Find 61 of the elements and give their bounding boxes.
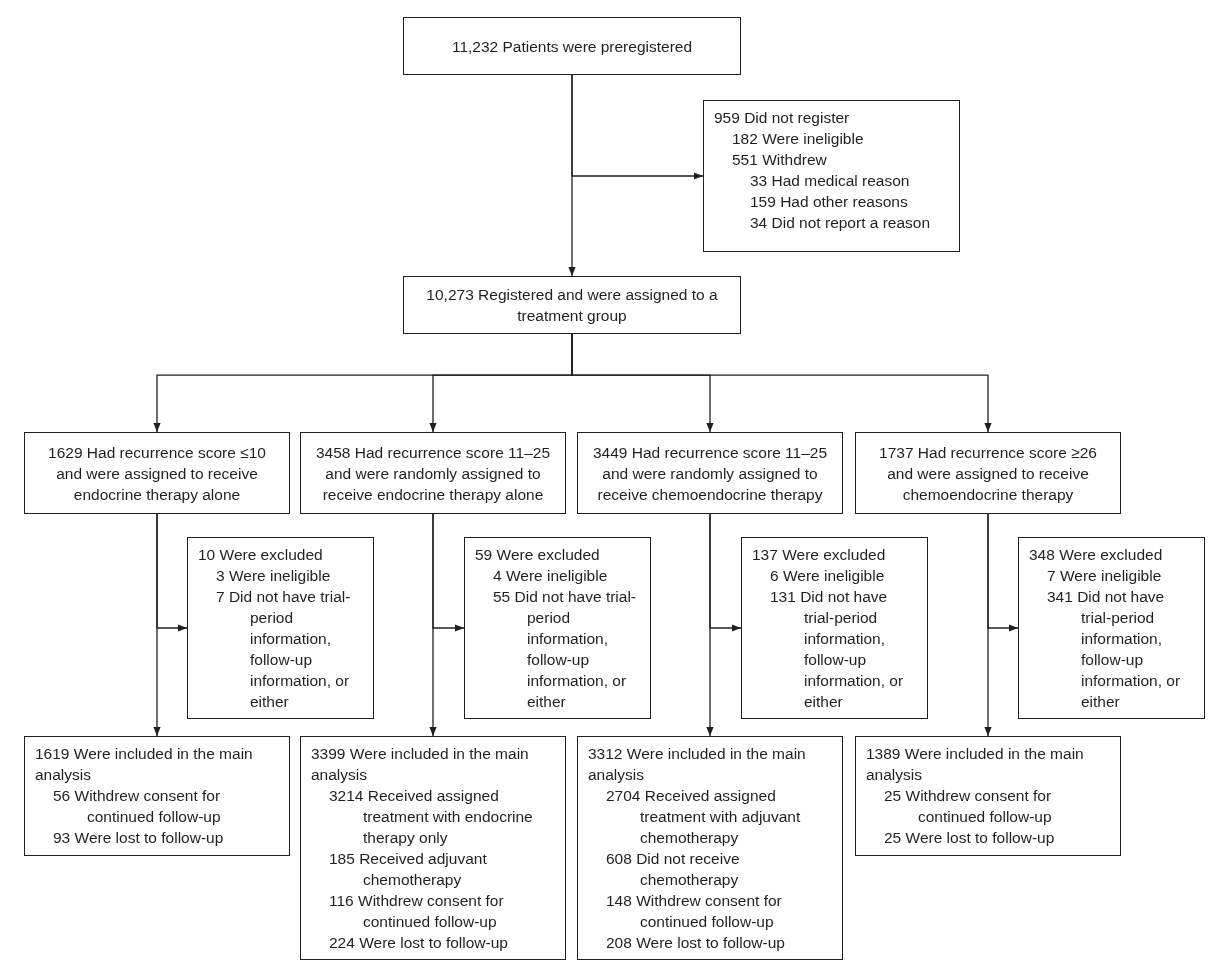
heading-text: 3399 Were included in the main analysis bbox=[311, 744, 530, 785]
process-box bbox=[577, 432, 843, 514]
box-text: 3449 Had recurrence score 11–25 and were randomly assigned to receive chemoendocrine therapy bbox=[591, 442, 829, 505]
list-box bbox=[24, 736, 290, 856]
arrow bbox=[429, 513, 437, 737]
process-box bbox=[403, 276, 741, 334]
sub-item-text: 25 Withdrew consent for continued follow-up bbox=[883, 786, 1053, 827]
heading-text: 137 Were excluded bbox=[752, 545, 887, 565]
process-box bbox=[403, 17, 741, 75]
sub-item-text: 7 Did not have trial-period information, follow-up information, or either bbox=[215, 587, 352, 712]
list-box bbox=[855, 736, 1121, 856]
heading-text: 3312 Were included in the main analysis bbox=[588, 744, 807, 785]
sub-item-text: 116 Withdrew consent for continued follow-up bbox=[328, 891, 505, 932]
sub-item-text: 93 Were lost to follow-up bbox=[52, 828, 225, 848]
sub-item-text: 55 Did not have trial-period information, follow-up information, or either bbox=[492, 587, 638, 712]
box-text: 10,273 Registered and were assigned to a treatment group bbox=[425, 285, 719, 326]
sub-item-text: 25 Were lost to follow-up bbox=[883, 828, 1056, 848]
sub-item-text: 56 Withdrew consent for continued follow-up bbox=[52, 786, 222, 827]
box-text: 11,232 Patients were preregistered bbox=[450, 36, 694, 57]
sub-item-text: 182 Were ineligible bbox=[731, 129, 865, 149]
list-box bbox=[741, 537, 928, 719]
list-box bbox=[187, 537, 374, 719]
process-box bbox=[300, 432, 566, 514]
list-box bbox=[577, 736, 843, 960]
sub-item-text: 3 Were ineligible bbox=[215, 566, 332, 586]
sub-item-text: 224 Were lost to follow-up bbox=[328, 933, 509, 953]
sub-item-text: 341 Did not have trial-period information, follow-up information, or either bbox=[1046, 587, 1182, 712]
box-text: 1629 Had recurrence score ≤10 and were assigned to receive endocrine therapy alone bbox=[47, 442, 267, 505]
process-box bbox=[855, 432, 1121, 514]
sub-item-text: 33 Had medical reason bbox=[749, 171, 911, 191]
sub-item-text: 159 Had other reasons bbox=[749, 192, 909, 212]
list-box bbox=[464, 537, 651, 719]
sub-item-text: 4 Were ineligible bbox=[492, 566, 609, 586]
arrow bbox=[984, 513, 992, 737]
list-box bbox=[1018, 537, 1205, 719]
sub-item-text: 148 Withdrew consent for continued follow-up bbox=[605, 891, 783, 932]
list-box bbox=[703, 100, 960, 252]
heading-text: 348 Were excluded bbox=[1029, 545, 1164, 565]
arrow bbox=[571, 74, 704, 180]
sub-item-text: 2704 Received assigned treatment with adjuvant chemotherapy bbox=[605, 786, 802, 848]
sub-item-text: 185 Received adjuvant chemotherapy bbox=[328, 849, 488, 890]
box-text: 1737 Had recurrence score ≥26 and were assigned to receive chemoendocrine therapy bbox=[878, 442, 1098, 505]
sub-item-text: 131 Did not have trial-period information, follow-up information, or either bbox=[769, 587, 905, 712]
sub-item-text: 551 Withdrew bbox=[731, 150, 828, 170]
sub-item-text: 208 Were lost to follow-up bbox=[605, 933, 786, 953]
sub-item-text: 6 Were ineligible bbox=[769, 566, 886, 586]
arrow bbox=[706, 513, 714, 737]
box-text: 3458 Had recurrence score 11–25 and were randomly assigned to receive endocrine therapy alone bbox=[314, 442, 552, 505]
sub-item-text: 34 Did not report a reason bbox=[749, 213, 932, 233]
arrow bbox=[571, 333, 992, 433]
heading-text: 1389 Were included in the main analysis bbox=[866, 744, 1085, 785]
list-box bbox=[300, 736, 566, 960]
sub-item-text: 7 Were ineligible bbox=[1046, 566, 1163, 586]
heading-text: 959 Did not register bbox=[714, 108, 851, 128]
process-box bbox=[24, 432, 290, 514]
heading-text: 10 Were excluded bbox=[198, 545, 324, 565]
sub-item-text: 608 Did not receive chemotherapy bbox=[605, 849, 741, 890]
heading-text: 1619 Were included in the main analysis bbox=[35, 744, 254, 785]
arrow bbox=[153, 513, 161, 737]
sub-item-text: 3214 Received assigned treatment with endocrine therapy only bbox=[328, 786, 534, 848]
heading-text: 59 Were excluded bbox=[475, 545, 601, 565]
